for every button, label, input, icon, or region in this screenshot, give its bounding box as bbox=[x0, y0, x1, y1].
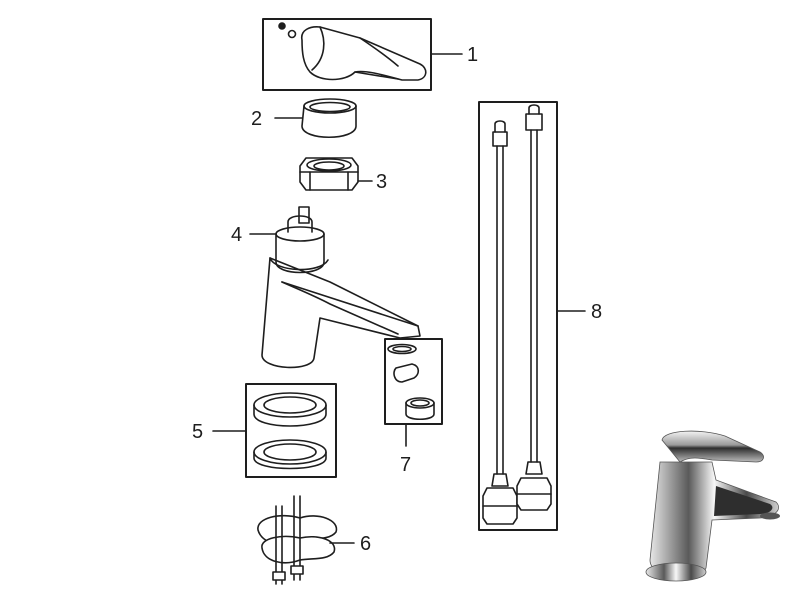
assembled-basin-mixer-photo bbox=[645, 430, 780, 582]
part-7-box bbox=[384, 338, 443, 425]
part-1-label: 1 bbox=[467, 44, 478, 66]
part-8-box bbox=[478, 101, 558, 531]
part-8-flexible-hoses bbox=[478, 101, 586, 531]
part-8-label: 8 bbox=[591, 301, 602, 323]
part-6-fixing-kit bbox=[257, 495, 355, 585]
part-3-label: 3 bbox=[376, 171, 387, 193]
part-2-label: 2 bbox=[251, 108, 262, 130]
part-4-tap-body bbox=[249, 206, 421, 369]
part-2-cover-ring bbox=[274, 98, 357, 139]
part-6-label: 6 bbox=[360, 533, 371, 555]
part-5-label: 5 bbox=[192, 421, 203, 443]
part-4-label: 4 bbox=[231, 224, 242, 246]
part-3-cartridge-nut bbox=[299, 157, 373, 191]
part-5-base-seals bbox=[212, 383, 337, 478]
part-1-handle bbox=[262, 18, 463, 91]
part-7-aerator bbox=[384, 338, 443, 447]
part-7-label: 7 bbox=[400, 454, 411, 476]
